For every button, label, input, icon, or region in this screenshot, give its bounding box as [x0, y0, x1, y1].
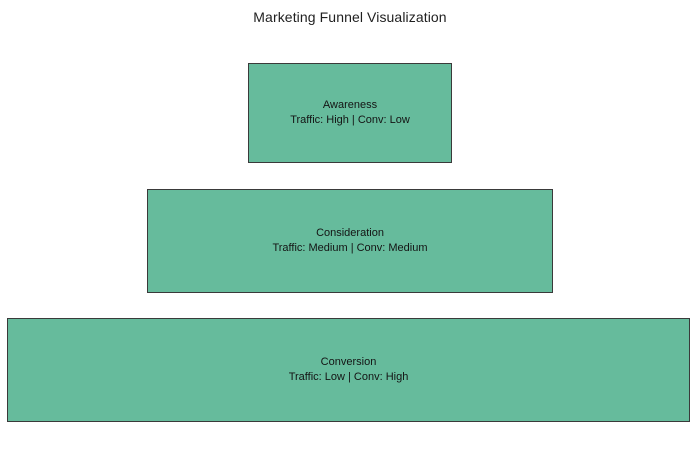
- stage-detail: Traffic: High | Conv: Low: [290, 114, 410, 126]
- stage-label: Conversion: [320, 356, 377, 368]
- stage-label: Awareness: [322, 99, 378, 111]
- funnel-stage-awareness: Awareness Traffic: High | Conv: Low: [248, 63, 452, 163]
- chart-title: Marketing Funnel Visualization: [253, 9, 447, 25]
- funnel-stage-conversion: Conversion Traffic: Low | Conv: High: [7, 318, 690, 422]
- stage-detail: Traffic: Medium | Conv: Medium: [272, 242, 428, 254]
- funnel-stage-consideration: Consideration Traffic: Medium | Conv: Me…: [147, 189, 553, 293]
- stage-detail: Traffic: Low | Conv: High: [288, 371, 409, 383]
- stage-label: Consideration: [316, 227, 384, 239]
